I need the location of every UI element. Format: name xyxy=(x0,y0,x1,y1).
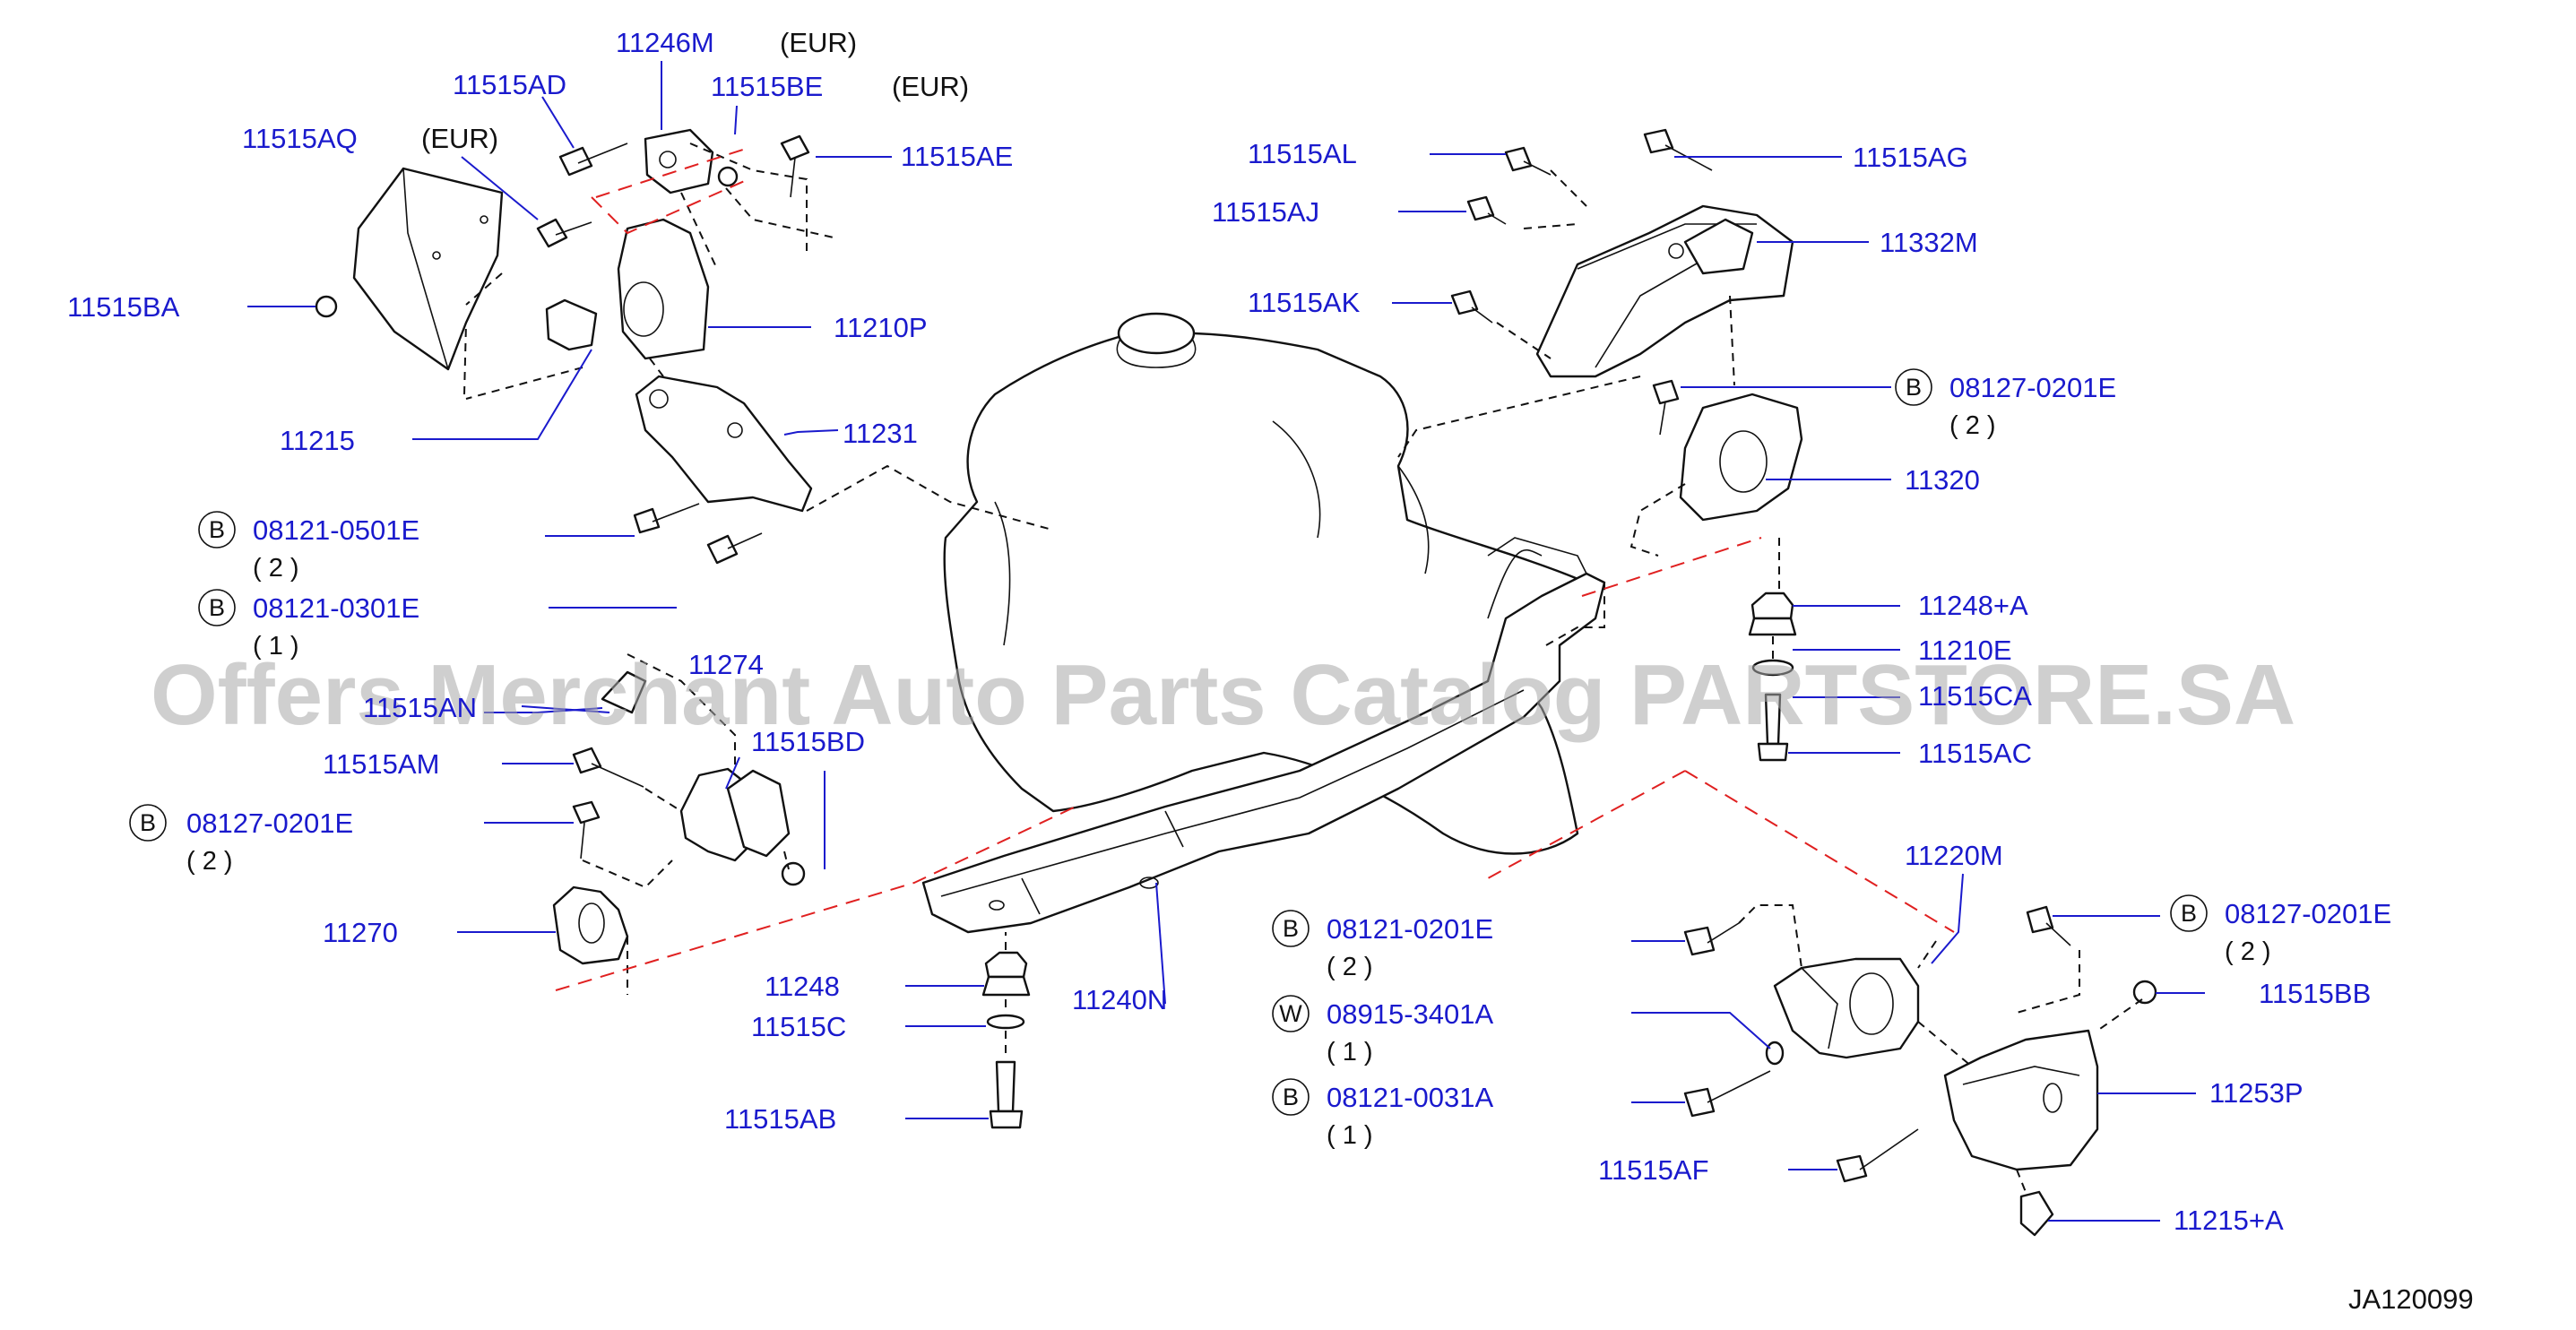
label-11515c[interactable]: 11515C xyxy=(751,1011,846,1042)
label-11270[interactable]: 11270 xyxy=(323,917,398,948)
callout-number: 08121-0201E xyxy=(1327,913,1493,945)
callout-08127-0201e-upper-right[interactable]: B 08127-0201E ( 2 ) xyxy=(1895,368,2116,440)
diagram-code: JA120099 xyxy=(2348,1283,2474,1315)
label-11240n[interactable]: 11240N xyxy=(1072,984,1167,1015)
callout-08127-0201e-lower-right[interactable]: B 08127-0201E ( 2 ) xyxy=(2170,894,2391,966)
part-labels: 11246M (EUR) 11515AD 11515BE (EUR) 11515… xyxy=(67,27,2371,1236)
label-11515al[interactable]: 11515AL xyxy=(1248,138,1357,169)
callout-qty: ( 2 ) xyxy=(1949,411,1996,440)
callout-number: 08121-0031A xyxy=(1327,1082,1493,1113)
callout-08915-3401a[interactable]: W 08915-3401A ( 1 ) xyxy=(1272,995,1493,1067)
label-11215a[interactable]: 11215+A xyxy=(2174,1205,2284,1236)
label-11515ab[interactable]: 11515AB xyxy=(724,1103,836,1135)
mount-group-upper-right xyxy=(1397,128,1803,762)
label-11515ac[interactable]: 11515AC xyxy=(1918,738,2032,769)
label-11515ae[interactable]: 11515AE xyxy=(901,141,1013,172)
callout-number: 08121-0501E xyxy=(253,514,419,546)
callout-letter: B xyxy=(1283,1084,1299,1110)
callout-qty: ( 1 ) xyxy=(1327,1121,1373,1150)
callout-08127-0201e-left[interactable]: B 08127-0201E ( 2 ) xyxy=(129,804,353,876)
eur-tag-11246m: (EUR) xyxy=(780,27,857,58)
label-11220m[interactable]: 11220M xyxy=(1905,840,2003,871)
label-11515aj[interactable]: 11515AJ xyxy=(1212,196,1319,228)
label-11515bb[interactable]: 11515BB xyxy=(2259,978,2371,1009)
label-11515aq[interactable]: 11515AQ xyxy=(242,123,358,154)
hardware-callouts: B 08121-0501E ( 2 ) B 08121-0301E ( 1 ) … xyxy=(129,368,2391,1150)
crossmember-11240n xyxy=(921,537,1606,934)
label-11515ba[interactable]: 11515BA xyxy=(67,291,180,323)
label-11231[interactable]: 11231 xyxy=(843,418,918,449)
callout-qty: ( 2 ) xyxy=(253,554,299,583)
callout-letter: B xyxy=(1906,374,1922,401)
label-11332m[interactable]: 11332M xyxy=(1880,227,1978,258)
mount-group-left-middle xyxy=(552,653,1076,995)
label-11515ad[interactable]: 11515AD xyxy=(453,69,566,100)
label-11320[interactable]: 11320 xyxy=(1905,464,1980,496)
callout-letter: W xyxy=(1279,1000,1302,1027)
label-11253p[interactable]: 11253P xyxy=(2209,1077,2304,1109)
label-11248[interactable]: 11248 xyxy=(765,971,840,1002)
label-11515ag[interactable]: 11515AG xyxy=(1853,142,1968,173)
callout-08121-0501e[interactable]: B 08121-0501E ( 2 ) xyxy=(198,511,419,583)
label-11515an[interactable]: 11515AN xyxy=(363,692,477,723)
callout-number: 08127-0201E xyxy=(2225,898,2391,929)
callout-number: 08127-0201E xyxy=(186,808,353,839)
label-11210p[interactable]: 11210P xyxy=(834,312,928,343)
label-11274[interactable]: 11274 xyxy=(688,649,764,680)
mount-group-upper-left xyxy=(315,128,1050,565)
callout-letter: B xyxy=(1283,915,1299,942)
callout-letter: B xyxy=(140,809,156,836)
callout-letter: B xyxy=(2181,900,2197,927)
callout-qty: ( 1 ) xyxy=(1327,1038,1373,1067)
callout-number: 08121-0301E xyxy=(253,592,419,624)
label-11248a[interactable]: 11248+A xyxy=(1918,590,2028,621)
callout-letter: B xyxy=(209,516,225,543)
callout-08121-0031a[interactable]: B 08121-0031A ( 1 ) xyxy=(1272,1078,1493,1150)
watermark-text: Offers Merchant Auto Parts Catalog PARTS… xyxy=(151,647,2295,743)
label-11515ak[interactable]: 11515AK xyxy=(1248,287,1361,318)
engine-transmission-body xyxy=(943,312,1588,855)
label-11210e[interactable]: 11210E xyxy=(1918,635,2012,666)
label-11515am[interactable]: 11515AM xyxy=(323,748,439,780)
callout-08121-0301e[interactable]: B 08121-0301E ( 1 ) xyxy=(198,589,419,661)
callout-letter: B xyxy=(209,594,225,621)
eur-tag-11515be: (EUR) xyxy=(892,71,969,102)
leader-lines xyxy=(247,61,2205,1222)
callout-number: 08915-3401A xyxy=(1327,998,1493,1030)
callout-qty: ( 2 ) xyxy=(186,847,233,876)
eur-tag-11515aq: (EUR) xyxy=(421,123,498,154)
callout-number: 08127-0201E xyxy=(1949,372,2116,403)
callout-qty: ( 2 ) xyxy=(1327,953,1373,981)
label-11246m[interactable]: 11246M xyxy=(616,27,714,58)
mount-group-lower-right xyxy=(1487,770,2157,1237)
mount-stack-lower-left xyxy=(981,932,1031,1129)
callout-qty: ( 2 ) xyxy=(2225,937,2271,966)
label-11515af[interactable]: 11515AF xyxy=(1598,1154,1709,1186)
label-11515bd[interactable]: 11515BD xyxy=(751,726,865,757)
label-11515ca[interactable]: 11515CA xyxy=(1918,680,2032,712)
label-11215[interactable]: 11215 xyxy=(280,425,355,456)
callout-qty: ( 1 ) xyxy=(253,632,299,661)
callout-08121-0201e[interactable]: B 08121-0201E ( 2 ) xyxy=(1272,910,1493,981)
label-11515be[interactable]: 11515BE xyxy=(711,71,823,102)
